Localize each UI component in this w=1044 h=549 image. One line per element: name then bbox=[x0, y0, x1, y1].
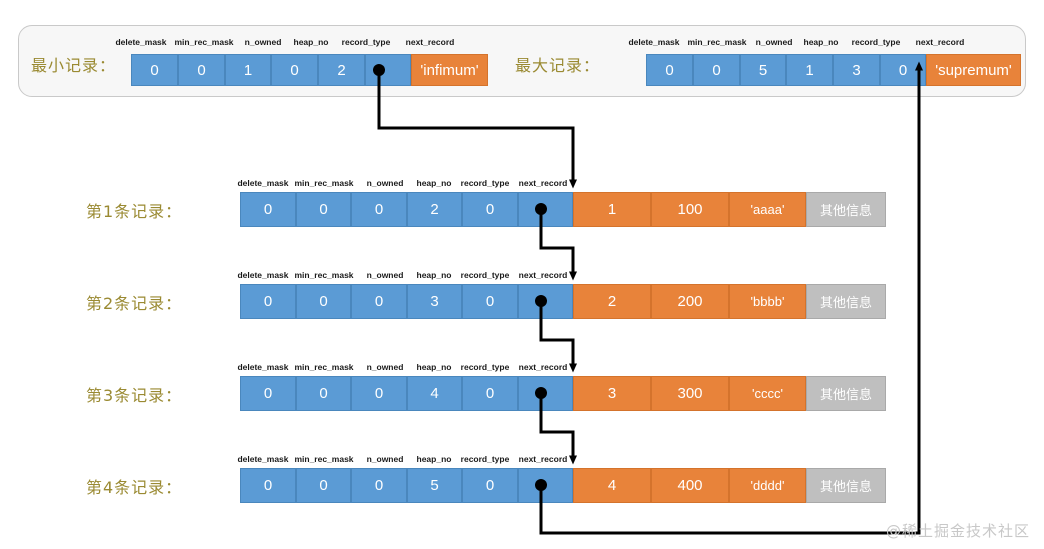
field-header-delete-mask-r2: delete_mask bbox=[237, 270, 289, 280]
record-3-cell-next-record bbox=[518, 376, 573, 411]
field-header-record-type-r1: record_type bbox=[460, 178, 510, 188]
record-3-col-c1: 3 bbox=[573, 376, 651, 411]
field-header-heap-no-r4: heap_no bbox=[416, 454, 452, 464]
record-3-cell-record-type: 0 bbox=[462, 376, 518, 411]
max-record-cell-delete-mask: 0 bbox=[646, 54, 693, 86]
record-4-cell-delete-mask: 0 bbox=[240, 468, 296, 503]
record-2-col-c1: 2 bbox=[573, 284, 651, 319]
record-3-col-c3: 'cccc' bbox=[729, 376, 806, 411]
record-1-col-c3: 'aaaa' bbox=[729, 192, 806, 227]
field-header-n-owned-r2: n_owned bbox=[366, 270, 404, 280]
min-record-cell-record-type: 2 bbox=[318, 54, 365, 86]
field-header-record-type-r4: record_type bbox=[460, 454, 510, 464]
field-header-delete-mask-r4: delete_mask bbox=[237, 454, 289, 464]
record-1-cell-n-owned: 0 bbox=[351, 192, 407, 227]
min-record-cell-next-record bbox=[365, 54, 411, 86]
record-1-col-c2: 100 bbox=[651, 192, 729, 227]
max-record-cell-n-owned: 5 bbox=[740, 54, 786, 86]
min-record-payload-infimum: 'infimum' bbox=[411, 54, 488, 86]
user-record-label-3: 第3条记录： bbox=[86, 386, 183, 405]
record-3-cell-n-owned: 0 bbox=[351, 376, 407, 411]
field-header-min-rec-mask-r4: min_rec_mask bbox=[294, 454, 354, 464]
record-1-cell-heap-no: 2 bbox=[407, 192, 462, 227]
record-1-cell-delete-mask: 0 bbox=[240, 192, 296, 227]
record-2-cell-min-rec-mask: 0 bbox=[296, 284, 351, 319]
record-4-col-c1: 4 bbox=[573, 468, 651, 503]
min-record-label: 最小记录： bbox=[31, 56, 117, 75]
record-4-cell-n-owned: 0 bbox=[351, 468, 407, 503]
field-header-record-type-r3: record_type bbox=[460, 362, 510, 372]
record-4-col-c2: 400 bbox=[651, 468, 729, 503]
record-4-col-c3: 'dddd' bbox=[729, 468, 806, 503]
record-2-cell-n-owned: 0 bbox=[351, 284, 407, 319]
field-header-heap-no-max: heap_no bbox=[803, 37, 839, 47]
record-3-col-c2: 300 bbox=[651, 376, 729, 411]
field-header-delete-mask-r3: delete_mask bbox=[237, 362, 289, 372]
field-header-next-record-r1: next_record bbox=[518, 178, 568, 188]
min-record-cell-n-owned: 1 bbox=[225, 54, 271, 86]
record-2-col-c3: 'bbbb' bbox=[729, 284, 806, 319]
field-header-min-rec-mask-max: min_rec_mask bbox=[687, 37, 747, 47]
max-record-payload-supremum: 'supremum' bbox=[926, 54, 1021, 86]
record-4-cell-record-type: 0 bbox=[462, 468, 518, 503]
field-header-n-owned: n_owned bbox=[244, 37, 282, 47]
record-4-cell-min-rec-mask: 0 bbox=[296, 468, 351, 503]
record-3-other-info: 其他信息 bbox=[806, 376, 886, 411]
max-record-cell-min-rec-mask: 0 bbox=[693, 54, 740, 86]
field-header-n-owned-r4: n_owned bbox=[366, 454, 404, 464]
field-header-min-rec-mask: min_rec_mask bbox=[174, 37, 234, 47]
min-record-cell-heap-no: 0 bbox=[271, 54, 318, 86]
user-record-label-2: 第2条记录： bbox=[86, 294, 183, 313]
max-record-cell-next-record: 0 bbox=[880, 54, 926, 86]
field-header-next-record-r4: next_record bbox=[518, 454, 568, 464]
record-2-other-info: 其他信息 bbox=[806, 284, 886, 319]
record-2-cell-record-type: 0 bbox=[462, 284, 518, 319]
record-3-cell-delete-mask: 0 bbox=[240, 376, 296, 411]
field-header-record-type-max: record_type bbox=[851, 37, 901, 47]
system-records-panel: 最小记录： delete_mask min_rec_mask n_owned h… bbox=[18, 25, 1026, 97]
field-header-next-record-r2: next_record bbox=[518, 270, 568, 280]
field-header-delete-mask-max: delete_mask bbox=[628, 37, 680, 47]
record-4-other-info: 其他信息 bbox=[806, 468, 886, 503]
record-2-col-c2: 200 bbox=[651, 284, 729, 319]
field-header-delete-mask: delete_mask bbox=[115, 37, 167, 47]
record-4-cell-heap-no: 5 bbox=[407, 468, 462, 503]
field-header-heap-no-r2: heap_no bbox=[416, 270, 452, 280]
record-1-cell-record-type: 0 bbox=[462, 192, 518, 227]
field-header-record-type: record_type bbox=[341, 37, 391, 47]
record-1-col-c1: 1 bbox=[573, 192, 651, 227]
field-header-next-record: next_record bbox=[405, 37, 455, 47]
field-header-min-rec-mask-r3: min_rec_mask bbox=[294, 362, 354, 372]
field-header-heap-no: heap_no bbox=[293, 37, 329, 47]
watermark: @稀土掘金技术社区 bbox=[885, 522, 1030, 540]
record-3-cell-min-rec-mask: 0 bbox=[296, 376, 351, 411]
field-header-n-owned-r1: n_owned bbox=[366, 178, 404, 188]
user-record-label-1: 第1条记录： bbox=[86, 202, 183, 221]
min-record-cell-delete-mask: 0 bbox=[131, 54, 178, 86]
user-record-label-4: 第4条记录： bbox=[86, 478, 183, 497]
record-2-cell-next-record bbox=[518, 284, 573, 319]
field-header-delete-mask-r1: delete_mask bbox=[237, 178, 289, 188]
record-2-cell-delete-mask: 0 bbox=[240, 284, 296, 319]
max-record-label: 最大记录： bbox=[515, 56, 601, 75]
min-record-cell-min-rec-mask: 0 bbox=[178, 54, 225, 86]
field-header-record-type-r2: record_type bbox=[460, 270, 510, 280]
max-record-cell-record-type: 3 bbox=[833, 54, 880, 86]
field-header-next-record-max: next_record bbox=[915, 37, 965, 47]
field-header-next-record-r3: next_record bbox=[518, 362, 568, 372]
record-1-cell-min-rec-mask: 0 bbox=[296, 192, 351, 227]
field-header-min-rec-mask-r2: min_rec_mask bbox=[294, 270, 354, 280]
record-4-cell-next-record bbox=[518, 468, 573, 503]
record-3-cell-heap-no: 4 bbox=[407, 376, 462, 411]
max-record-cell-heap-no: 1 bbox=[786, 54, 833, 86]
record-1-cell-next-record bbox=[518, 192, 573, 227]
field-header-min-rec-mask-r1: min_rec_mask bbox=[294, 178, 354, 188]
field-header-heap-no-r3: heap_no bbox=[416, 362, 452, 372]
record-1-other-info: 其他信息 bbox=[806, 192, 886, 227]
field-header-n-owned-max: n_owned bbox=[755, 37, 793, 47]
field-header-n-owned-r3: n_owned bbox=[366, 362, 404, 372]
record-2-cell-heap-no: 3 bbox=[407, 284, 462, 319]
